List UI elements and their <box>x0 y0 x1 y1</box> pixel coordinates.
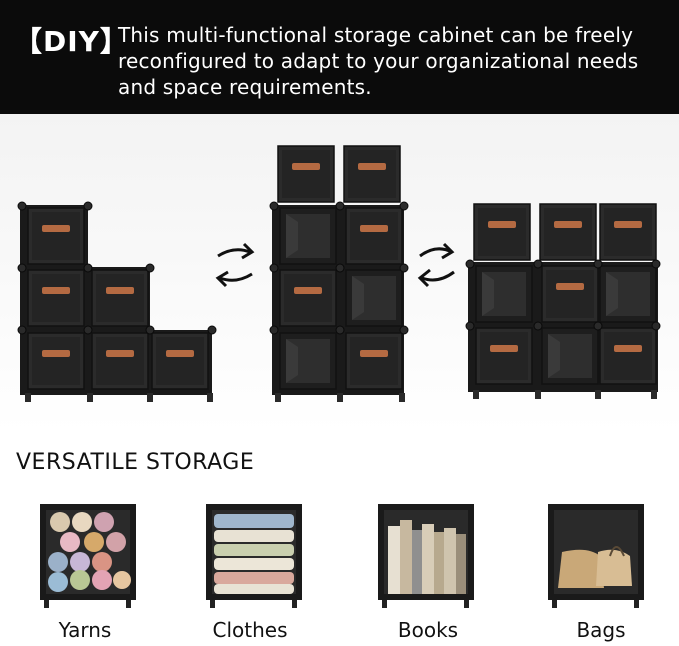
diy-banner: 【DIY】 This multi-functional storage cabi… <box>0 0 679 114</box>
config-stepped-cabinet <box>17 201 217 402</box>
config-tall-cabinet <box>269 145 409 402</box>
use-label-books: Books <box>397 618 459 642</box>
bags-cube-image <box>548 504 644 608</box>
swap-arrows-icon <box>215 242 255 288</box>
swap-arrows-icon <box>417 242 455 288</box>
diy-tag: 【DIY】 <box>14 25 129 58</box>
use-label-bags: Bags <box>576 618 626 642</box>
use-label-yarns: Yarns <box>58 618 112 642</box>
use-label-clothes: Clothes <box>212 618 288 642</box>
yarn-cube-image <box>40 504 136 608</box>
banner-headline: This multi-functional storage cabinet ca… <box>118 23 639 99</box>
books-cube-image <box>378 504 474 608</box>
clothes-cube-image <box>206 504 302 608</box>
section-title: VERSATILE STORAGE <box>16 450 255 475</box>
config-wide-cabinet <box>465 203 661 399</box>
